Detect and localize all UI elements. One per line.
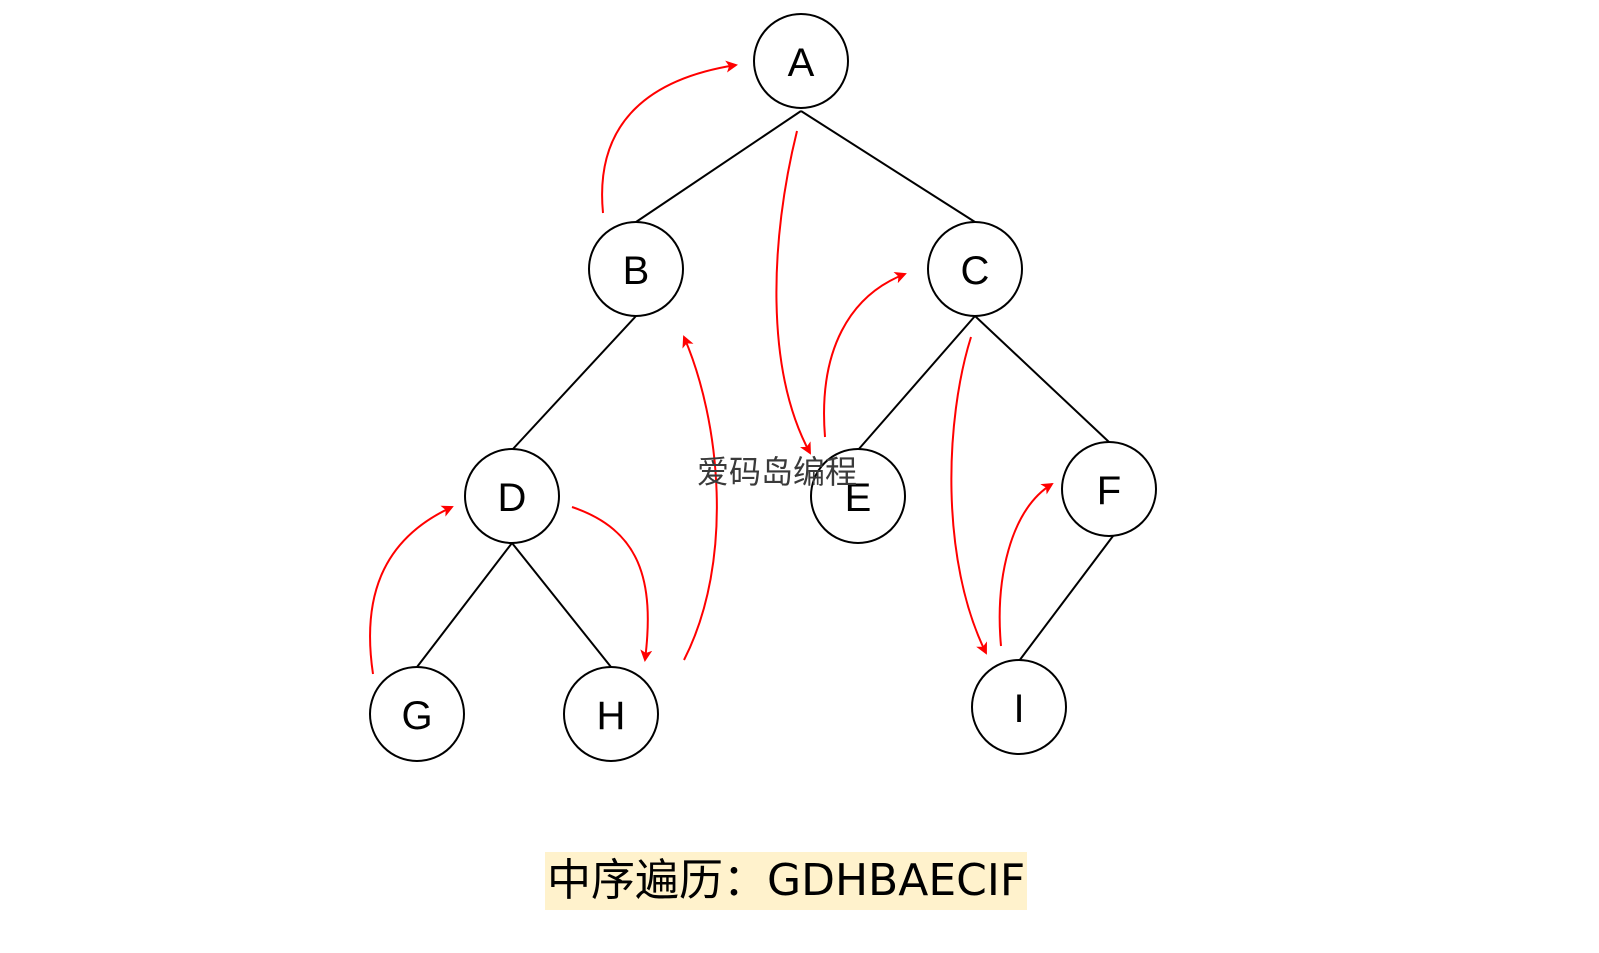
tree-edge-c-f [974, 315, 1110, 443]
tree-node-f: F [1061, 441, 1157, 537]
tree-edge-f-i [1018, 535, 1114, 662]
node-circle [971, 659, 1067, 755]
node-circle [563, 666, 659, 762]
node-circle [753, 13, 849, 109]
node-circle [810, 448, 906, 544]
tree-edge-d-g [416, 542, 513, 668]
traversal-arrow-h-b [682, 335, 718, 661]
tree-node-c: C [927, 221, 1023, 317]
node-circle [369, 666, 465, 762]
tree-node-h: H [563, 666, 659, 762]
node-circle [927, 221, 1023, 317]
tree-node-i: I [971, 659, 1067, 755]
tree-edge-a-c [800, 110, 976, 223]
node-label: E [845, 476, 872, 520]
tree-nodes: A B C D E F G H I [369, 13, 1157, 762]
tree-edge-d-h [511, 542, 612, 668]
traversal-arrows [369, 60, 1054, 675]
node-circle [588, 221, 684, 317]
tree-node-a: A [753, 13, 849, 109]
traversal-arrow-a-e [775, 130, 811, 455]
tree-edges [416, 110, 1114, 668]
traversal-arrow-d-h [571, 506, 653, 662]
traversal-arrow-c-i [950, 336, 987, 655]
tree-edge-c-e [857, 315, 976, 451]
traversal-arrow-b-a [601, 60, 738, 214]
traversal-arrow-i-f [998, 482, 1054, 647]
node-label: H [597, 694, 626, 738]
node-label: B [623, 249, 650, 293]
node-label: A [788, 41, 815, 85]
traversal-arrow-g-d [369, 505, 454, 675]
node-label: G [401, 694, 432, 738]
inorder-traversal-caption: 中序遍历：GDHBAECIF [545, 852, 1028, 910]
tree-edge-b-d [511, 315, 637, 451]
node-label: I [1013, 687, 1024, 731]
tree-edge-a-b [635, 110, 802, 223]
tree-node-d: D [464, 448, 560, 544]
traversal-arrow-e-c [823, 271, 907, 438]
watermark-text: 爱码岛编程 [697, 453, 858, 491]
tree-node-e: E [810, 448, 906, 544]
node-label: F [1097, 469, 1121, 513]
node-label: C [961, 249, 990, 293]
tree-node-b: B [588, 221, 684, 317]
tree-node-g: G [369, 666, 465, 762]
node-circle [464, 448, 560, 544]
node-label: D [498, 476, 527, 520]
node-circle [1061, 441, 1157, 537]
